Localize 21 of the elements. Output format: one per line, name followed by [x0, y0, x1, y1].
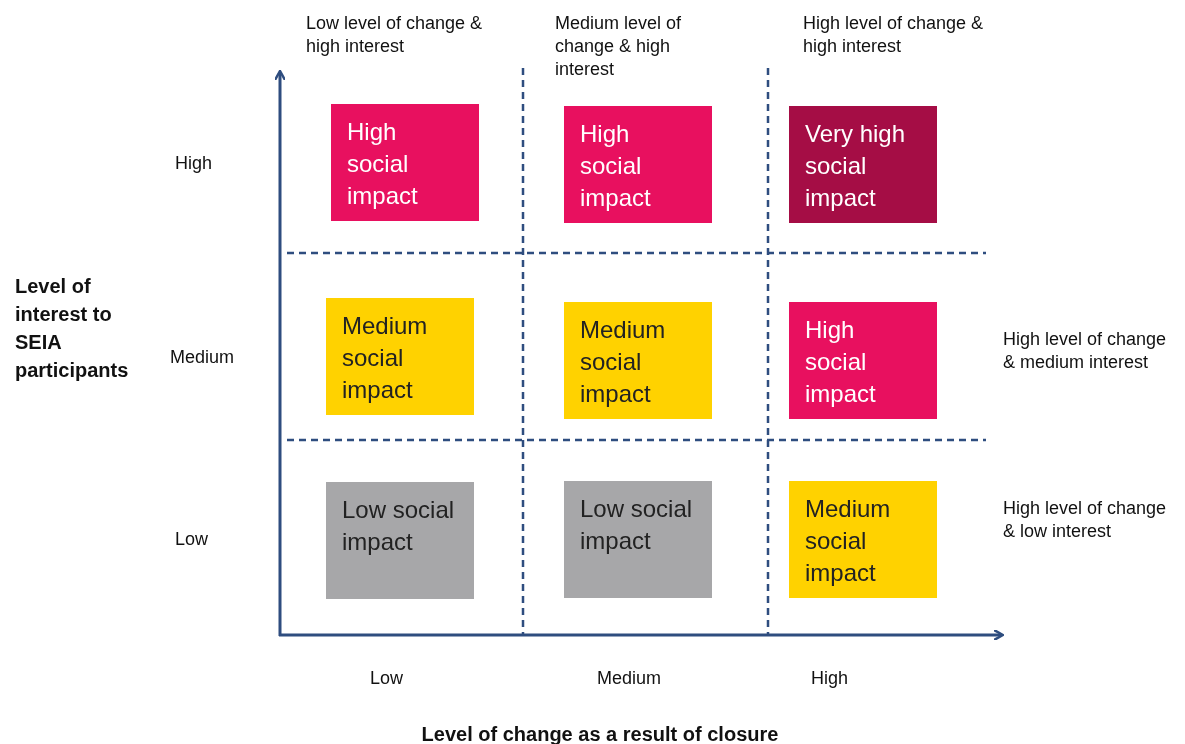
impact-box: Medium social impact [326, 298, 474, 415]
impact-box: Very high social impact [789, 106, 937, 223]
tick-label: Low [370, 667, 405, 690]
note: High level of change & low interest [1003, 497, 1168, 543]
impact-box: High social impact [331, 104, 479, 221]
row-label: Low [175, 528, 210, 551]
note: High level of change & medium interest [1003, 328, 1168, 374]
tick-label: High [811, 667, 850, 690]
impact-box: Low social impact [564, 481, 712, 598]
row-label: High [175, 152, 214, 175]
impact-box: Low social impact [326, 482, 474, 599]
column-heading: High level of change & high interest [803, 12, 985, 58]
axis-title: Level of interest to SEIA participants [15, 274, 130, 383]
column-heading: Medium level of change & high interest [555, 12, 683, 81]
impact-box: High social impact [564, 106, 712, 223]
column-heading: Low level of change & high interest [306, 12, 484, 58]
impact-box: High social impact [789, 302, 937, 419]
tick-label: Medium [597, 667, 663, 690]
impact-box: Medium social impact [564, 302, 712, 419]
row-label: Medium [170, 346, 236, 369]
impact-box: Medium social impact [789, 481, 937, 598]
